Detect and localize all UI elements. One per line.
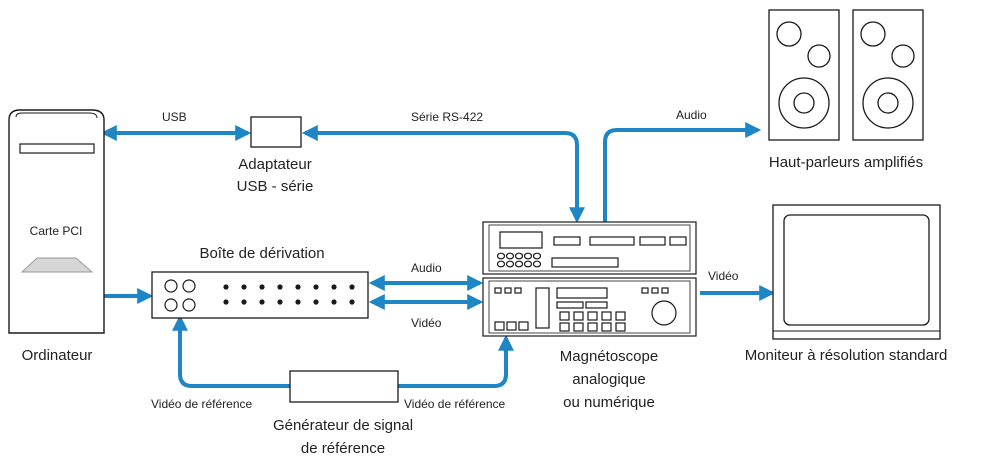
pci-card-icon — [20, 257, 94, 273]
vtr-deck-button — [496, 252, 506, 260]
monitor-label: Moniteur à résolution standard — [744, 347, 948, 364]
vtr-label-1: Magnétoscope — [559, 348, 659, 365]
breakout-box-label: Boîte de dérivation — [199, 245, 325, 262]
vtr-label-2: analogique — [572, 371, 646, 388]
ref-right-cable — [398, 334, 514, 388]
speakers-label: Haut-parleurs amplifiés — [768, 154, 924, 171]
breakout-connector-dot — [295, 299, 301, 305]
sync-generator-box — [289, 370, 399, 403]
audio-out-label: Audio — [676, 108, 707, 122]
audio-vtr-label: Audio — [411, 261, 442, 275]
monitor — [772, 204, 941, 340]
breakout-connector-dot — [349, 284, 355, 290]
vtr-top-deck — [482, 221, 697, 275]
breakout-connector-dot — [223, 299, 229, 305]
serial-cable — [301, 125, 585, 224]
vtr-deck-button — [523, 252, 533, 260]
vtr-deck-button — [523, 260, 533, 268]
vtr-deck-button — [514, 252, 524, 260]
breakout-connector-dot — [241, 284, 247, 290]
breakout-connector-dot — [223, 284, 229, 290]
vtr-control-key — [573, 311, 584, 321]
video-monitor-label: Vidéo — [708, 269, 739, 283]
breakout-box — [151, 271, 369, 319]
vtr-label-3: ou numérique — [563, 394, 655, 411]
vtr-control-key — [615, 322, 626, 332]
vtr-deck-button — [496, 260, 506, 268]
breakout-connector-dot — [277, 284, 283, 290]
vtr-deck-button — [532, 260, 542, 268]
vtr-deck-button — [532, 252, 542, 260]
breakout-connector-dot — [331, 284, 337, 290]
computer-tower — [8, 109, 105, 334]
ref-right-label: Vidéo de référence — [404, 397, 506, 411]
vtr-control-key — [601, 311, 612, 321]
breakout-connector-dot — [277, 299, 283, 305]
pci-card-label: Carte PCI — [29, 224, 83, 238]
breakout-connector-dot — [313, 284, 319, 290]
vtr-deck-button — [505, 260, 515, 268]
video-vtr-label: Vidéo — [411, 316, 442, 330]
breakout-connector-dot — [241, 299, 247, 305]
speaker-left — [768, 9, 840, 141]
ref-left-label: Vidéo de référence — [151, 397, 253, 411]
vtr-control-key — [559, 322, 570, 332]
usb-adapter-label-2: USB - série — [236, 178, 314, 195]
vtr-deck-button — [505, 252, 515, 260]
usb-adapter-label-1: Adaptateur — [238, 156, 312, 173]
vtr-control-key — [587, 322, 598, 332]
sync-generator-label-2: de référence — [300, 440, 386, 457]
audio-out-cable — [603, 122, 762, 222]
vtr-control-key — [587, 311, 598, 321]
breakout-connector-dot — [259, 299, 265, 305]
ref-left-cable — [172, 314, 290, 388]
breakout-connector-dot — [313, 299, 319, 305]
sync-generator-label-1: Générateur de signal — [272, 417, 414, 434]
breakout-connector-dot — [331, 299, 337, 305]
usb-label: USB — [162, 110, 187, 124]
speaker-right — [852, 9, 924, 141]
serial-label: Série RS-422 — [411, 110, 484, 124]
breakout-connector-dot — [259, 284, 265, 290]
vtr-control-key — [615, 311, 626, 321]
breakout-connector-dot — [295, 284, 301, 290]
vtr-bottom-deck — [482, 277, 697, 337]
vtr-control-key — [559, 311, 570, 321]
vtr-control-key — [601, 322, 612, 332]
usb-adapter-box — [250, 116, 302, 148]
breakout-connector-dot — [349, 299, 355, 305]
vtr-control-key — [573, 322, 584, 332]
vtr-deck-button — [514, 260, 524, 268]
computer-label: Ordinateur — [21, 347, 93, 364]
